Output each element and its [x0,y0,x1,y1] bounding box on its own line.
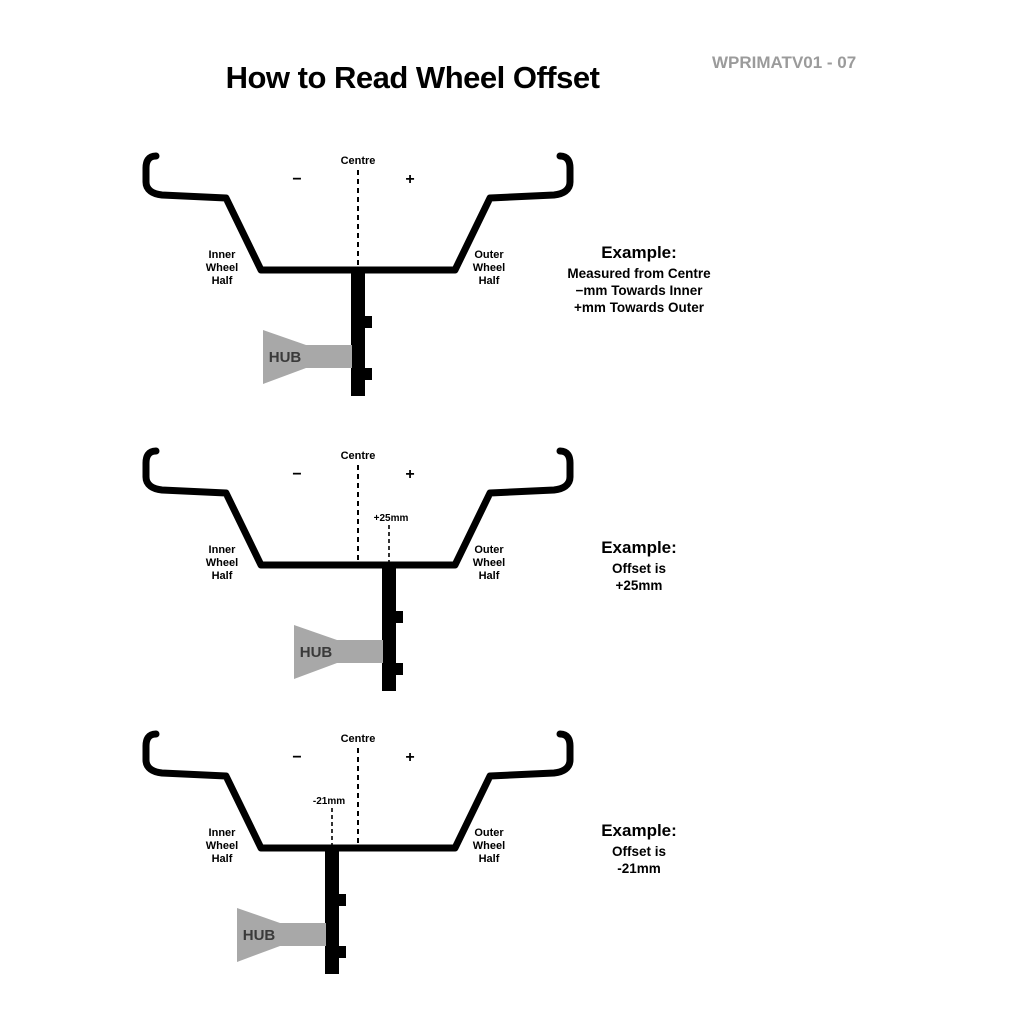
plus-sign: + [405,749,414,766]
diagram-offset-positive: HUB Centre − + +25mm Inner Wheel Half Ou… [0,443,1024,743]
outer-wheel-half-label: Wheel [473,557,505,569]
plate-tab-bottom [339,946,346,958]
offset-value-label: +25mm [374,513,409,524]
example-line: -21mm [617,860,661,876]
hub-cone [237,908,280,962]
inner-wheel-half-label: Wheel [206,840,238,852]
part-number: WPRIMATV01 - 07 [712,53,857,72]
inner-wheel-half-label: Inner [209,827,237,839]
plate-tab-top [396,611,403,623]
mounting-plate [382,563,396,691]
inner-wheel-half-label: Half [212,853,233,865]
example-heading: Example: [601,243,677,262]
wheel-cross-section-svg-2: HUB Centre − + +25mm Inner Wheel Half Ou… [142,447,574,691]
inner-wheel-half-label: Wheel [206,262,238,274]
centre-label: Centre [341,155,376,167]
inner-wheel-half-label: Inner [209,544,237,556]
plus-sign: + [405,466,414,483]
example-heading: Example: [601,821,677,840]
centre-label: Centre [341,733,376,745]
wheel-outline [142,730,574,852]
outer-wheel-half-label: Outer [474,249,504,261]
hub-cone [263,330,306,384]
outer-wheel-half-label: Wheel [473,840,505,852]
example-text: Example: Measured from Centre −mm Toward… [500,243,778,317]
inner-wheel-half-label: Half [212,570,233,582]
outer-wheel-half-label: Wheel [473,262,505,274]
wheel-cross-section-svg-3: HUB Centre − + -21mm Inner Wheel Half Ou… [142,730,574,974]
example-line: +mm Towards Outer [574,299,704,315]
example-line: Offset is [611,844,666,859]
inner-wheel-half-label: Half [212,275,233,287]
offset-value-label: -21mm [313,796,345,807]
plate-tab-bottom [396,663,403,675]
example-heading: Example: [601,538,677,557]
outer-wheel-half-label: Half [479,853,500,865]
diagram-centre: HUB Centre − + Inner Wheel Half Outer Wh… [0,148,1024,448]
mounting-plate [351,268,365,396]
plate-tab-top [365,316,372,328]
hub-neck [279,923,326,946]
mounting-plate [325,846,339,974]
outer-wheel-half-label: Half [479,275,500,287]
inner-wheel-half-label: Inner [209,249,237,261]
plate-tab-bottom [365,368,372,380]
example-line: +25mm [615,577,663,593]
wheel-cross-section-svg-1: HUB Centre − + Inner Wheel Half Outer Wh… [142,152,574,396]
minus-sign: − [292,171,301,188]
hub-cone [294,625,337,679]
outer-wheel-half-label: Outer [474,544,504,556]
hub-neck [305,345,352,368]
minus-sign: − [292,466,301,483]
hub-neck [336,640,383,663]
wheel-outline [142,447,574,569]
example-line: −mm Towards Inner [575,282,703,298]
outer-wheel-half-label: Half [479,570,500,582]
example-text: Example: Offset is -21mm [500,821,778,878]
plate-tab-top [339,894,346,906]
hub-label: HUB [243,927,276,944]
diagram-offset-negative: HUB Centre − + -21mm Inner Wheel Half Ou… [0,726,1024,1026]
hub-label: HUB [269,349,302,366]
outer-wheel-half-label: Outer [474,827,504,839]
example-line: Offset is [611,561,666,576]
example-line: Measured from Centre [567,266,711,281]
page-title: How to Read Wheel Offset [225,60,600,95]
minus-sign: − [292,749,301,766]
plus-sign: + [405,171,414,188]
hub-label: HUB [300,644,333,661]
example-text: Example: Offset is +25mm [500,538,778,595]
centre-label: Centre [341,450,376,462]
inner-wheel-half-label: Wheel [206,557,238,569]
